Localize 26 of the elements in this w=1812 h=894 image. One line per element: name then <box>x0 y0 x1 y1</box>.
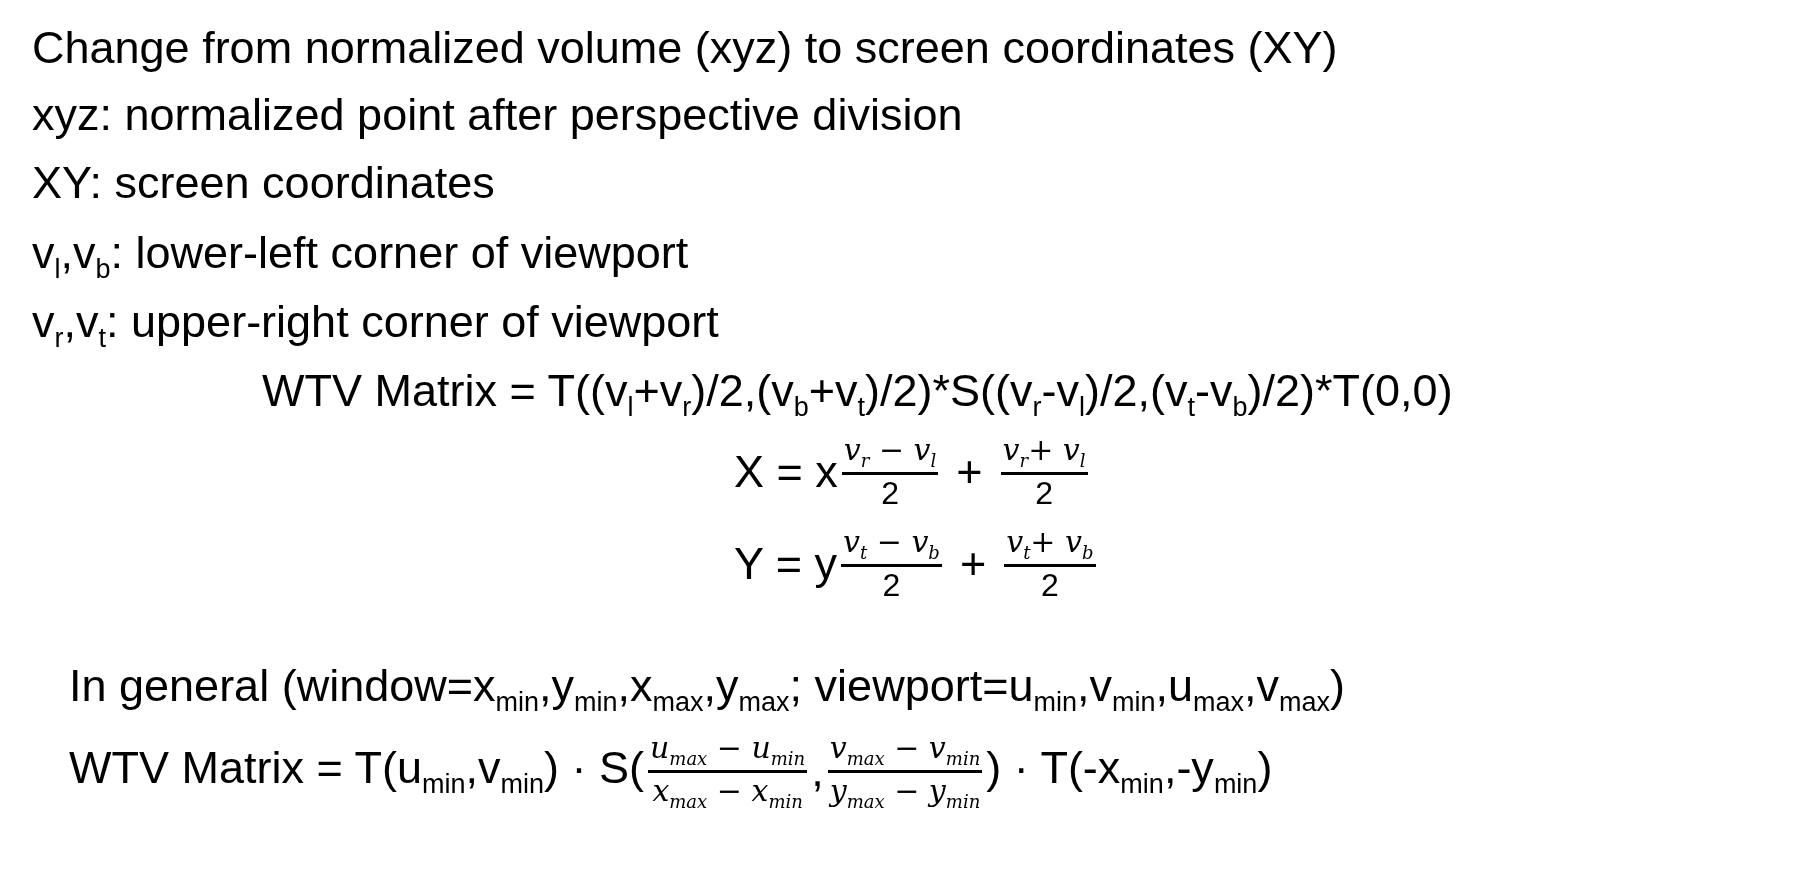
plus-sign: + <box>956 445 983 498</box>
fraction-denominator: 2 <box>1040 566 1059 604</box>
formula-text: Y = y <box>734 537 837 590</box>
heading-text: Change from normalized volume (xyz) to screen coordinates (XY) <box>32 22 1338 74</box>
fraction-numerator: u$_{max}$ − u$_{min}$ <box>648 730 808 773</box>
definition-text: v$_{l}$,v$_{b}$: lower-left corner of viewport <box>32 227 689 286</box>
general-note: In general (window=x$_{min}$,y$_{min}$,x$_{max}$,y$_{max}$; viewport=u$_{min}$,v$_{min}$,u$_{max}$,v$_{max}$) <box>69 660 1346 719</box>
fraction-numerator: v$_{t}$+ v$_{b}$ <box>1004 524 1096 567</box>
comma: , <box>811 745 824 797</box>
matrix-formula: WTV Matrix = T((v$_{l}$+v$_{r}$)/2,(v$_{b}$+v$_{t}$)/2)*S((v$_{r}$-v$_{l}$)/2,(v$_{t}$-v$_{b}$)/2)*T(0,0) <box>262 365 1453 424</box>
definition-text: xyz: normalized point after perspective division <box>32 89 963 141</box>
fraction-denominator: x$_{max}$ − x$_{min}$ <box>652 772 803 813</box>
fraction-numerator: v$_{r}$+ v$_{l}$ <box>1000 432 1088 475</box>
matrix-formula: ) · T(-x$_{min}$,-y$_{min}$) <box>986 742 1273 801</box>
fraction-numerator: v$_{r}$ − v$_{l}$ <box>841 432 939 475</box>
definition-text: v$_{r}$,v$_{t}$: upper-right corner of viewport <box>32 296 719 355</box>
plus-sign: + <box>959 537 987 590</box>
fraction-numerator: v$_{max}$ − v$_{min}$ <box>827 730 983 773</box>
definition-text: XY: screen coordinates <box>32 157 495 209</box>
fraction-denominator: 2 <box>1035 474 1053 512</box>
fraction-denominator: 2 <box>882 566 901 604</box>
fraction-denominator: y$_{max}$ − y$_{min}$ <box>829 772 981 813</box>
formula-text: X = x <box>734 445 838 498</box>
fraction-denominator: 2 <box>881 474 899 512</box>
fraction-numerator: v$_{t}$ − v$_{b}$ <box>841 524 942 567</box>
matrix-formula: WTV Matrix = T(u$_{min}$,v$_{min}$) · S( <box>69 742 644 801</box>
